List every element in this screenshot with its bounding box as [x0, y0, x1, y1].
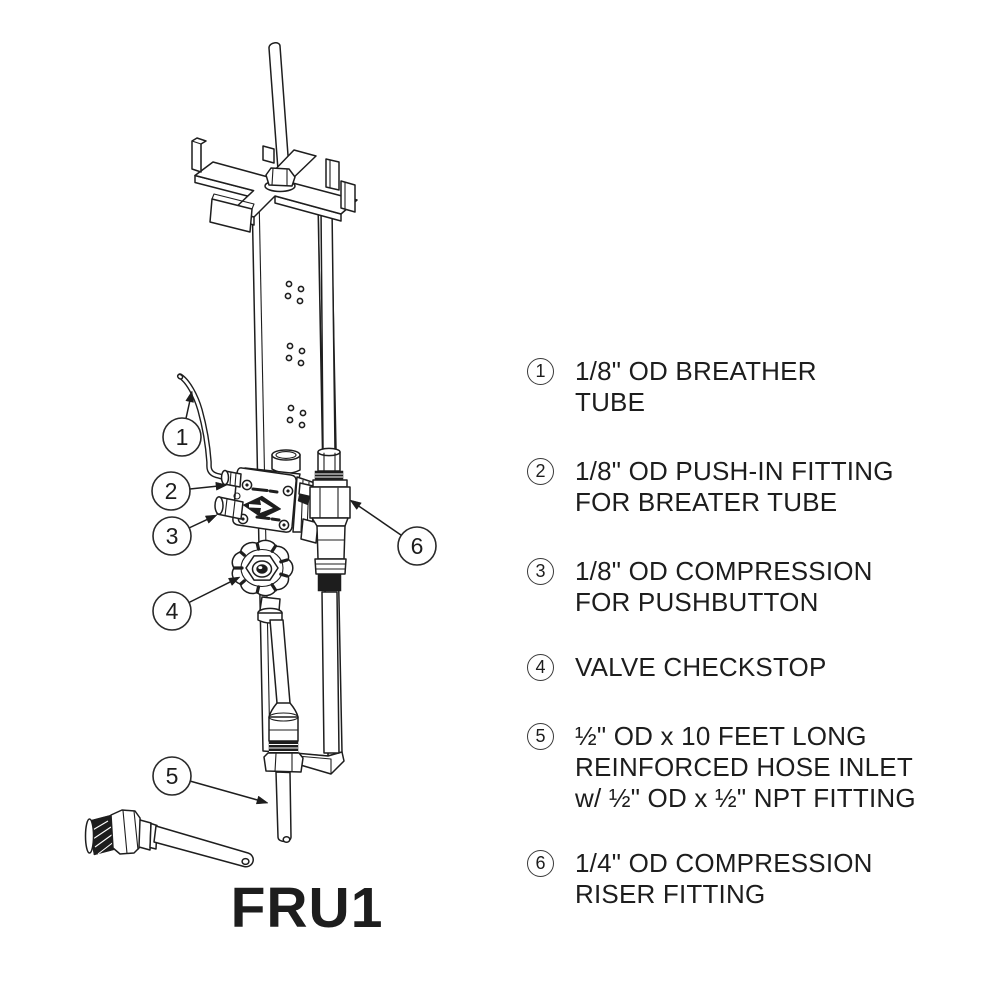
legend-item-3: 3 1/8" OD COMPRESSION FOR PUSHBUTTON: [527, 556, 957, 618]
compression-fitting: [214, 496, 244, 520]
riser-pipe-lower: [321, 591, 340, 754]
legend-line: TUBE: [575, 387, 646, 417]
legend-item-5: 5 ½" OD x 10 FEET LONG REINFORCED HOSE I…: [527, 721, 957, 814]
legend-number-badge: 4: [527, 654, 554, 681]
legend-text: VALVE CHECKSTOP: [575, 652, 957, 683]
legend-line: 1/8" OD BREATHER: [575, 356, 817, 386]
legend-text: 1/8" OD COMPRESSION FOR PUSHBUTTON: [575, 556, 957, 618]
legend-line: REINFORCED HOSE INLET: [575, 752, 913, 782]
callout-number: 1: [176, 424, 189, 450]
legend-number-badge: 1: [527, 358, 554, 385]
legend-text: 1/4" OD COMPRESSION RISER FITTING: [575, 848, 957, 910]
legend-number-badge: 6: [527, 850, 554, 877]
legend-line: FOR BREATER TUBE: [575, 487, 838, 517]
legend-number-badge: 2: [527, 458, 554, 485]
callout-number: 2: [165, 478, 178, 504]
callout-1: 1: [162, 390, 202, 457]
legend-text: ½" OD x 10 FEET LONG REINFORCED HOSE INL…: [575, 721, 957, 814]
vent-holes: [284, 280, 307, 429]
legend-item-2: 2 1/8" OD PUSH-IN FITTING FOR BREATER TU…: [527, 456, 957, 518]
callout-6: 6: [349, 499, 437, 566]
callout-5: 5: [152, 756, 269, 805]
npt-fitting: [84, 809, 254, 868]
legend-line: VALVE CHECKSTOP: [575, 652, 827, 682]
legend-line: w/ ½" OD x ½" NPT FITTING: [575, 783, 916, 813]
inlet-hose: [275, 771, 292, 843]
legend-line: 1/8" OD COMPRESSION: [575, 556, 873, 586]
callout-leaders: 1 2 3 4: [151, 390, 437, 805]
mounting-bracket: [191, 137, 358, 233]
compression-riser-fitting: [309, 447, 351, 592]
legend-text: 1/8" OD BREATHER TUBE: [575, 356, 957, 418]
legend-item-4: 4 VALVE CHECKSTOP: [527, 652, 957, 683]
legend-line: FOR PUSHBUTTON: [575, 587, 819, 617]
legend-number-badge: 5: [527, 723, 554, 750]
legend-line: 1/8" OD PUSH-IN FITTING: [575, 456, 894, 486]
top-riser-tube: [268, 42, 290, 171]
model-label: FRU1: [231, 876, 384, 940]
valve-outlet-and-hose: [257, 596, 304, 843]
legend-item-1: 1 1/8" OD BREATHER TUBE: [527, 356, 957, 418]
callout-4: 4: [152, 576, 241, 631]
legend-line: 1/4" OD COMPRESSION: [575, 848, 873, 878]
legend-line: ½" OD x 10 FEET LONG: [575, 721, 867, 751]
callout-3: 3: [152, 514, 218, 556]
valve-handwheel: [231, 539, 294, 597]
callout-number: 6: [411, 533, 424, 559]
legend-item-6: 6 1/4" OD COMPRESSION RISER FITTING: [527, 848, 957, 910]
callout-2: 2: [151, 471, 228, 511]
breather-tube: [176, 373, 229, 481]
legend-text: 1/8" OD PUSH-IN FITTING FOR BREATER TUBE: [575, 456, 957, 518]
riser-pipe-upper: [320, 206, 336, 451]
callout-number: 3: [166, 523, 179, 549]
push-in-fitting: [220, 469, 242, 488]
legend-line: RISER FITTING: [575, 879, 766, 909]
callout-number: 4: [166, 598, 179, 624]
callout-number: 5: [166, 763, 179, 789]
legend-number-badge: 3: [527, 558, 554, 585]
